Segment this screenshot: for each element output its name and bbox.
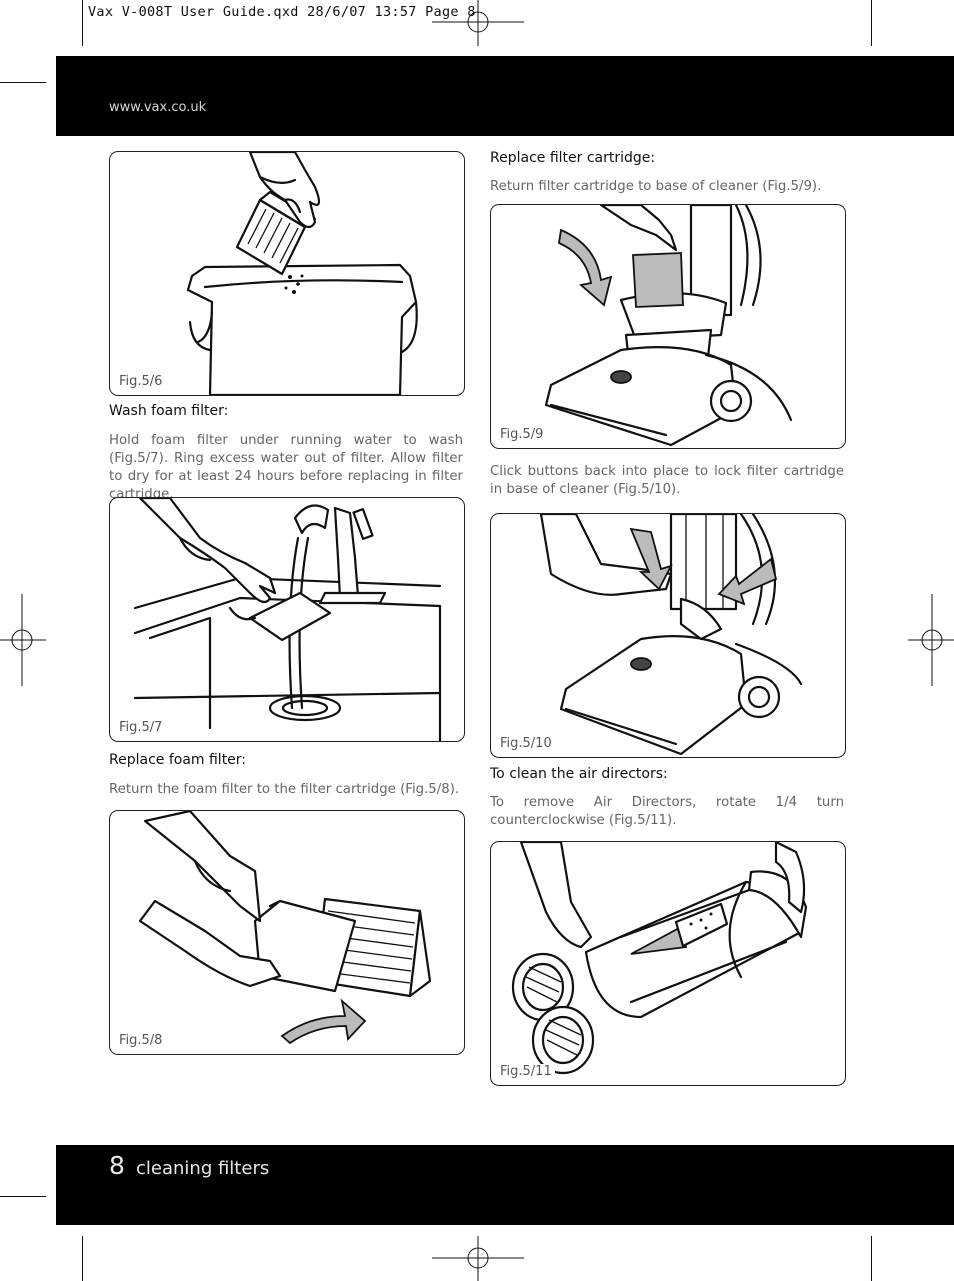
click-buttons-text: Click buttons back into place to lock fi… xyxy=(490,464,844,497)
crop-mark-bottom-left-h xyxy=(0,1196,46,1197)
illustration-remove-air-directors xyxy=(511,842,808,1075)
replace-foam-filter-text: Return the foam filter to the filter car… xyxy=(109,782,460,797)
crop-mark-bottom-right xyxy=(871,1236,872,1281)
clean-air-directors-text: To remove Air Directors, rotate 1/4 turn… xyxy=(490,795,844,828)
illustration-lock-filter-cartridge xyxy=(539,514,803,756)
figure-caption: Fig.5/8 xyxy=(119,1033,166,1048)
figure-caption: Fig.5/9 xyxy=(500,427,547,442)
figure-5-6: Fig.5/6 xyxy=(109,151,465,396)
registration-mark-left xyxy=(0,594,46,686)
figure-5-8: Fig.5/8 xyxy=(109,810,465,1055)
wash-foam-filter-text: Hold foam filter under running water to … xyxy=(109,433,463,502)
crop-mark-top-left xyxy=(82,0,83,46)
figure-caption: Fig.5/10 xyxy=(500,736,555,751)
print-slug: Vax V-008T User Guide.qxd 28/6/07 13:57 … xyxy=(88,4,476,20)
wash-foam-filter-heading: Wash foam filter: xyxy=(109,403,229,419)
registration-mark-top xyxy=(432,0,524,46)
website-url[interactable]: www.vax.co.uk xyxy=(109,100,207,115)
footer-band: 8 cleaning filters xyxy=(56,1145,954,1225)
illustration-empty-filter-into-bin xyxy=(186,152,418,395)
illustration-insert-foam-filter xyxy=(138,811,432,1045)
registration-mark-right xyxy=(908,594,954,686)
figure-5-9: Fig.5/9 xyxy=(490,204,846,449)
figure-5-7: Fig.5/7 xyxy=(109,497,465,742)
figure-5-10: Fig.5/10 xyxy=(490,513,846,758)
replace-foam-filter-heading: Replace foam filter: xyxy=(109,752,247,768)
header-band: www.vax.co.uk xyxy=(56,56,954,136)
illustration-return-filter-cartridge xyxy=(544,205,793,447)
registration-mark-bottom xyxy=(432,1236,524,1281)
page-number: 8 xyxy=(109,1151,125,1180)
crop-mark-top-left-h xyxy=(0,82,46,83)
crop-mark-top-right xyxy=(871,0,872,46)
figure-caption: Fig.5/11 xyxy=(500,1064,555,1079)
replace-filter-cartridge-heading: Replace filter cartridge: xyxy=(490,150,656,166)
crop-mark-bottom-left xyxy=(82,1236,83,1281)
replace-filter-cartridge-text: Return filter cartridge to base of clean… xyxy=(490,179,822,194)
figure-caption: Fig.5/7 xyxy=(119,720,166,735)
figure-5-11: Fig.5/11 xyxy=(490,841,846,1086)
figure-caption: Fig.5/6 xyxy=(119,374,166,389)
section-title: cleaning filters xyxy=(136,1158,270,1179)
clean-air-directors-heading: To clean the air directors: xyxy=(490,766,668,782)
illustration-wash-filter-under-tap xyxy=(133,498,442,741)
